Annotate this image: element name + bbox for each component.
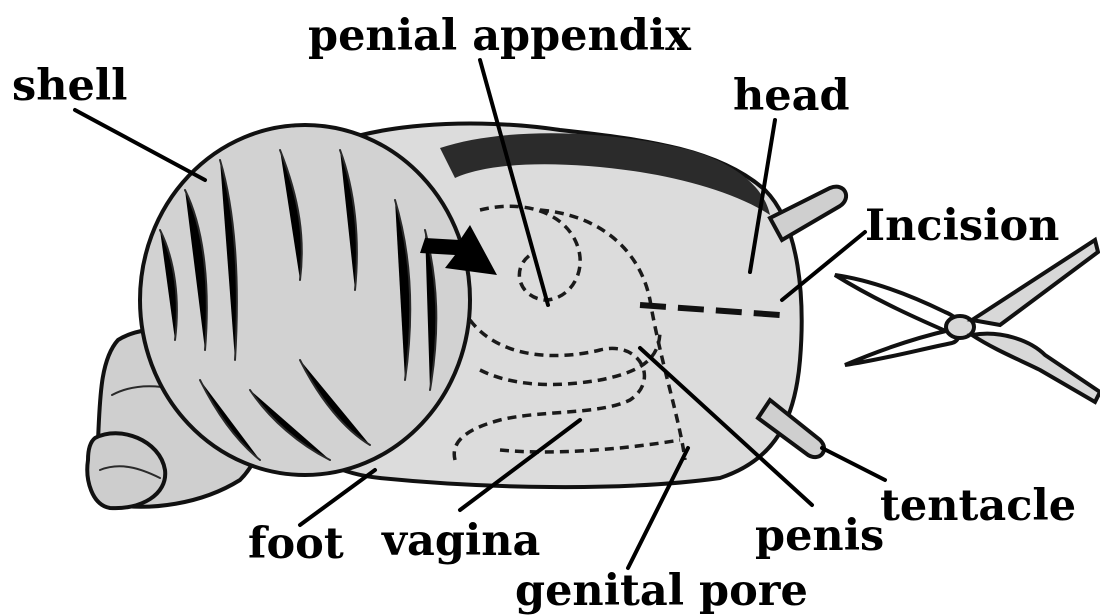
leader-tentacle (822, 448, 885, 480)
scissors-handle-lower (972, 334, 1100, 402)
label-shell: shell (12, 61, 128, 111)
leader-shell (75, 110, 205, 180)
upper-tentacle (770, 187, 846, 240)
label-head: head (733, 71, 850, 121)
scissors-handle-upper (972, 240, 1098, 325)
label-penial-appendix: penial appendix (308, 11, 691, 61)
shell-body-whorl (140, 125, 470, 475)
label-foot: foot (248, 519, 344, 569)
scissors-blade-upper (835, 275, 960, 335)
label-genital-pore: genital pore (515, 566, 808, 615)
label-vagina: vagina (381, 516, 540, 566)
scissors-blade-lower (845, 330, 959, 365)
scissors-icon (835, 240, 1100, 402)
leader-foot (300, 470, 375, 525)
label-tentacle: tentacle (880, 481, 1076, 531)
label-incision: Incision (865, 201, 1059, 251)
label-penis: penis (755, 511, 884, 561)
